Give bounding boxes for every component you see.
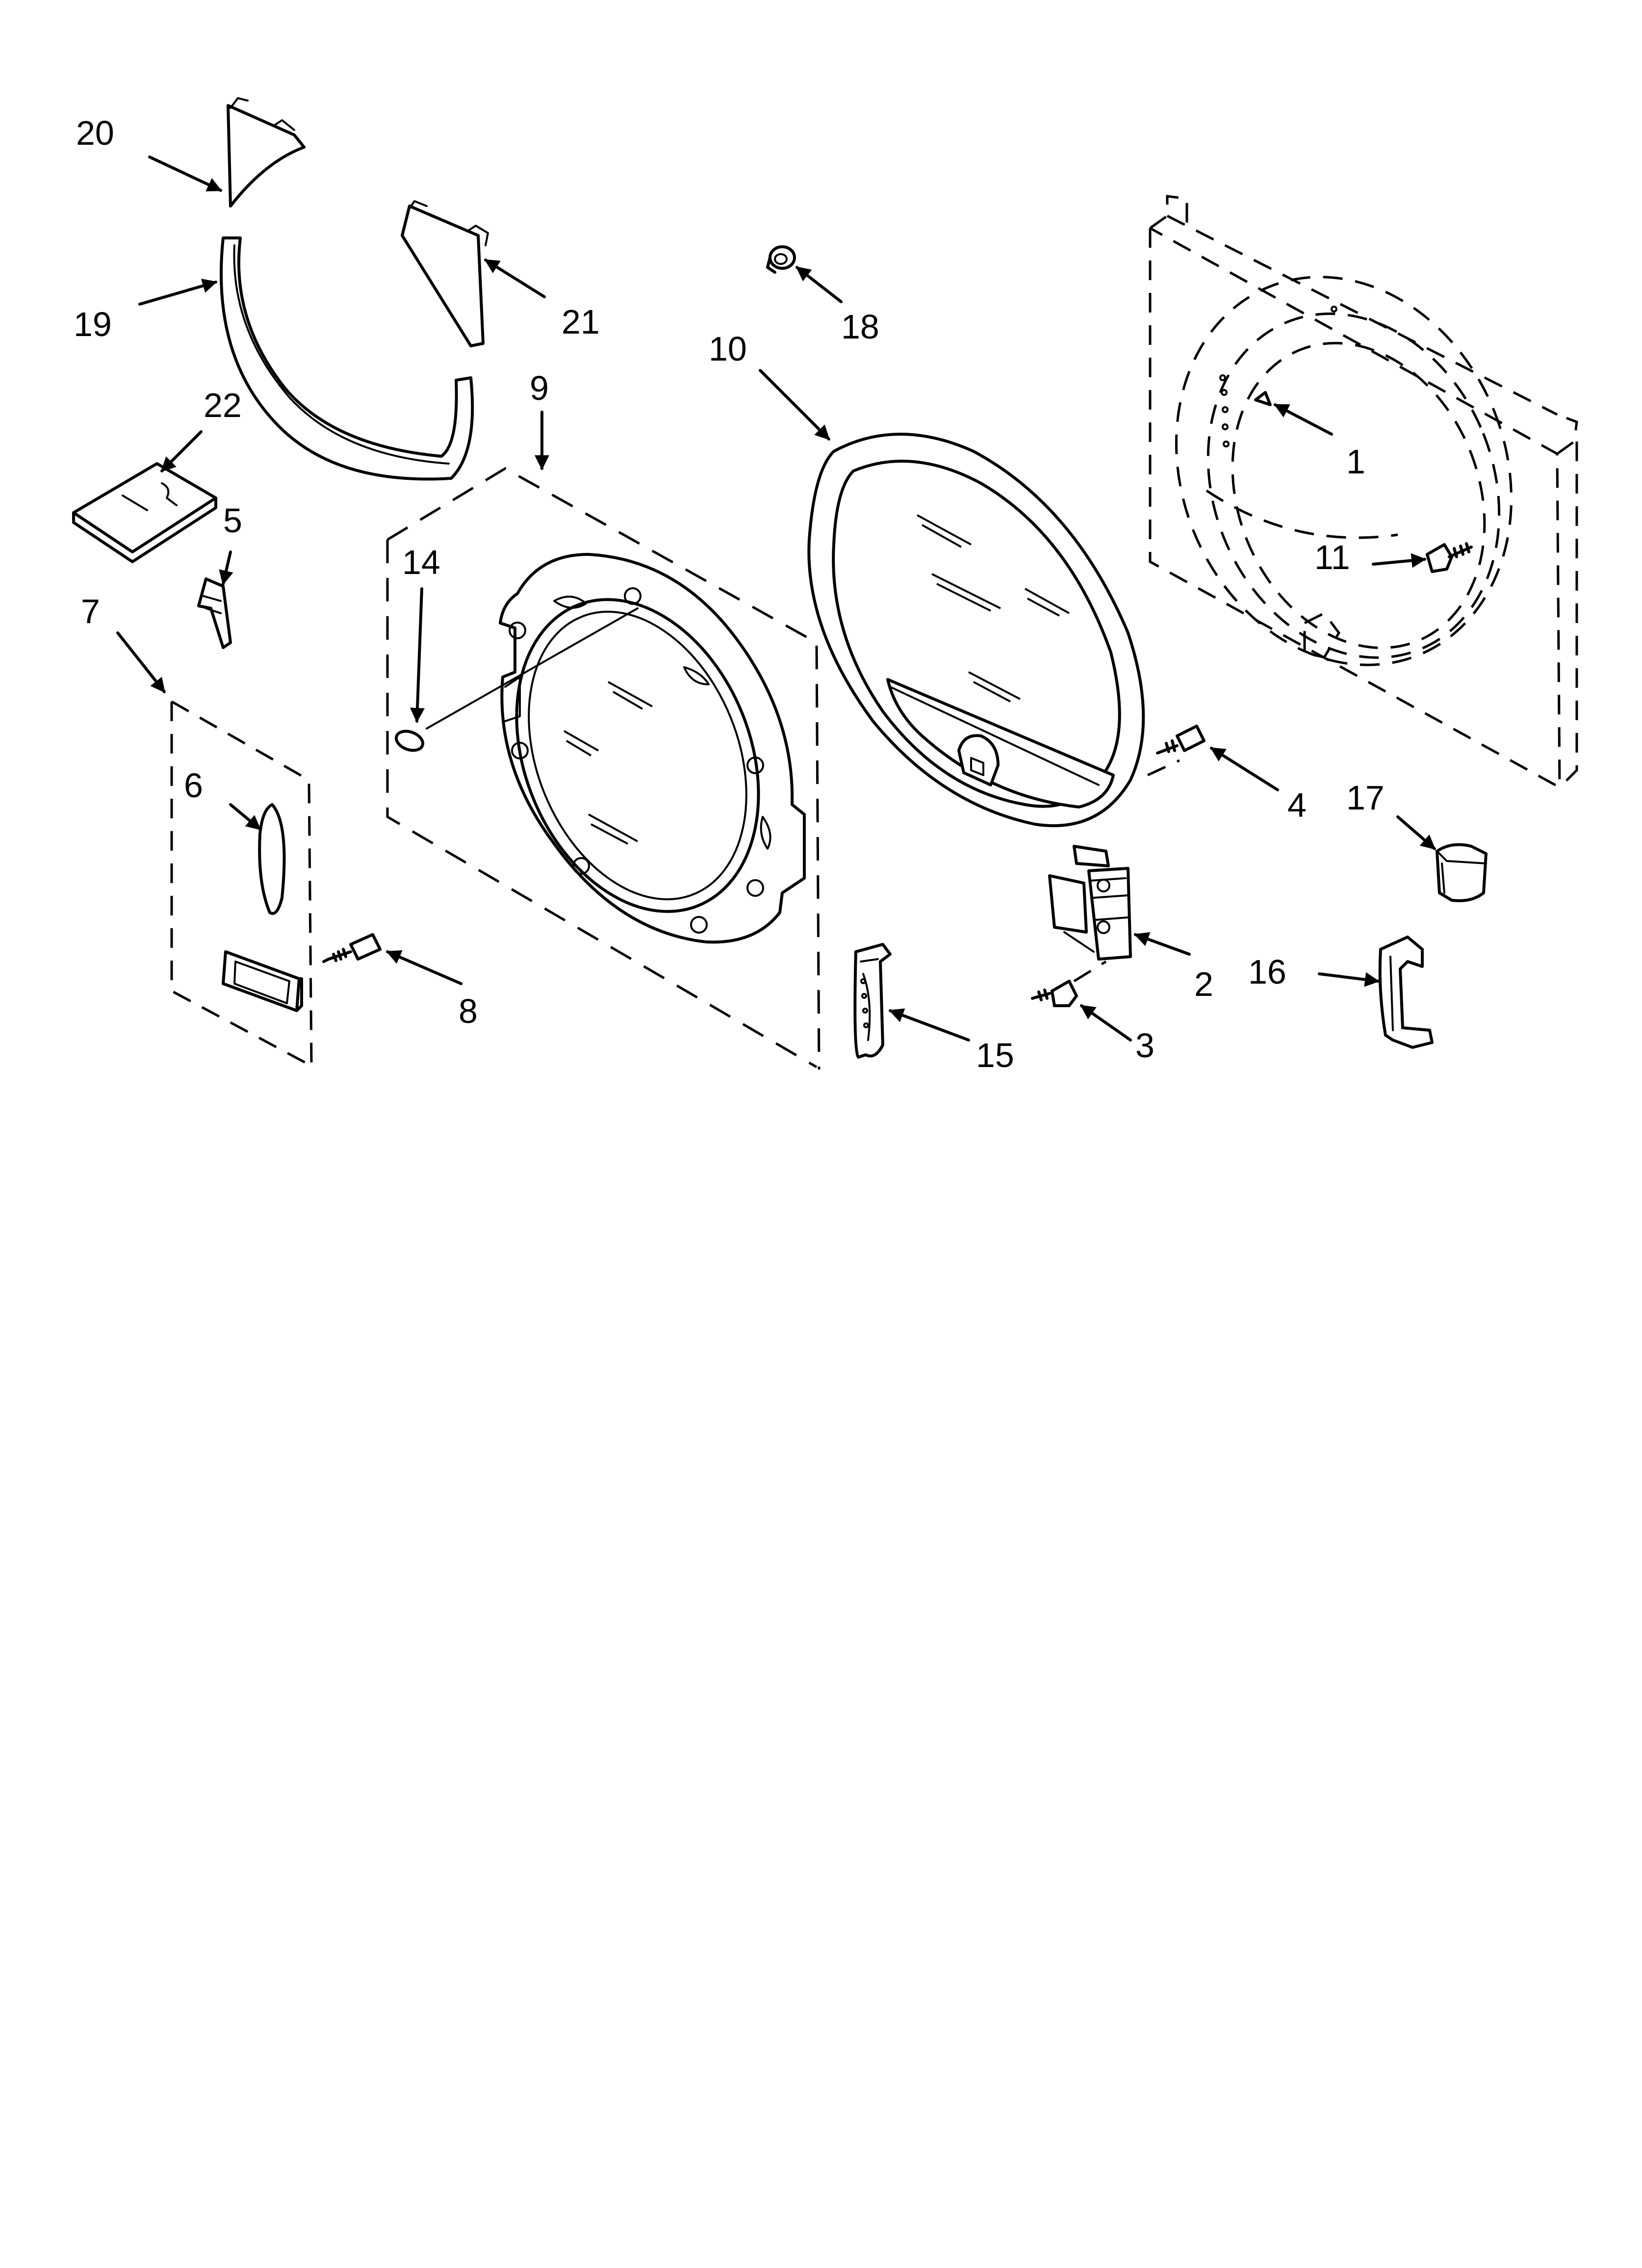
leader-7	[116, 631, 166, 693]
leader-15	[889, 1008, 970, 1042]
part-2-label: 2	[1194, 965, 1213, 1003]
part-4-label: 4	[1287, 786, 1307, 824]
part-14-label: 14	[402, 543, 440, 581]
part-8-label: 8	[459, 992, 478, 1030]
part-15-label: 15	[976, 1036, 1014, 1074]
part-9-outer-door-outline	[386, 467, 821, 1070]
leader-3	[1080, 1004, 1132, 1042]
part-1-screw[interactable]	[1254, 391, 1272, 406]
part-22-mounting-plate[interactable]	[72, 462, 217, 563]
leader-18	[795, 266, 843, 303]
leader-2	[1134, 932, 1191, 956]
part-16-label: 16	[1248, 953, 1286, 991]
part-1-label: 1	[1346, 443, 1365, 481]
part-5-label: 5	[223, 501, 242, 540]
part-2-door-hinge[interactable]	[1048, 845, 1132, 961]
part-10-label: 10	[709, 330, 747, 368]
part-17-label: 17	[1346, 779, 1385, 817]
leader-8	[386, 950, 462, 985]
part-3-alignment-line	[1073, 960, 1107, 983]
part-3-hinge-screw[interactable]	[1031, 980, 1078, 1007]
leader-14	[410, 587, 425, 723]
part-1-cabinet-front	[1149, 195, 1578, 790]
leader-17	[1396, 815, 1436, 850]
leader-5	[219, 550, 233, 585]
part-6-label: 6	[184, 766, 203, 805]
part-16-hinge-bracket[interactable]	[1378, 936, 1434, 1049]
part-9-label: 9	[530, 369, 549, 407]
part-11-label: 11	[1314, 538, 1350, 576]
part-21-hinge-cover-bottom[interactable]	[401, 200, 489, 347]
part-22-label: 22	[204, 386, 242, 424]
door-handle[interactable]	[222, 950, 303, 1012]
part-15-hinge-cover[interactable]	[853, 943, 892, 1059]
leader-20	[148, 156, 222, 192]
leader-6	[229, 803, 261, 831]
part-19-label: 19	[74, 305, 112, 343]
leader-16	[1318, 972, 1380, 987]
part-7-handle-kit-outline	[170, 700, 313, 1066]
leader-11	[1372, 553, 1426, 568]
leader-1	[1274, 403, 1333, 436]
leader-21	[484, 259, 546, 298]
part-14-alignment-line	[426, 607, 639, 730]
part-7-label: 7	[81, 592, 100, 630]
part-19-door-trim-strip[interactable]	[220, 236, 474, 481]
leader-22	[160, 430, 203, 472]
part-3-label: 3	[1135, 1026, 1155, 1065]
part-8-screw[interactable]	[322, 933, 382, 963]
part-18-label: 18	[841, 308, 879, 346]
part-4-screw[interactable]	[1156, 725, 1206, 755]
part-14-plug[interactable]	[394, 728, 426, 754]
leader-10	[759, 369, 830, 441]
part-10-inner-door[interactable]	[807, 433, 1145, 827]
part-6-handle-insert[interactable]	[258, 803, 286, 915]
part-20-hinge-cover-top[interactable]	[227, 97, 306, 208]
leader-19	[138, 279, 217, 306]
part-18-bumper[interactable]	[766, 245, 796, 274]
part-20-label: 20	[76, 114, 114, 152]
outer-door-frame[interactable]	[472, 553, 806, 948]
leader-4	[1210, 747, 1279, 791]
part-17-hinge-cover[interactable]	[1436, 843, 1488, 902]
part-4-alignment-line	[1147, 759, 1180, 777]
part-21-label: 21	[562, 303, 600, 341]
part-5-handle-bracket[interactable]	[197, 577, 232, 649]
part-11-hinge-screw[interactable]	[1426, 542, 1473, 573]
